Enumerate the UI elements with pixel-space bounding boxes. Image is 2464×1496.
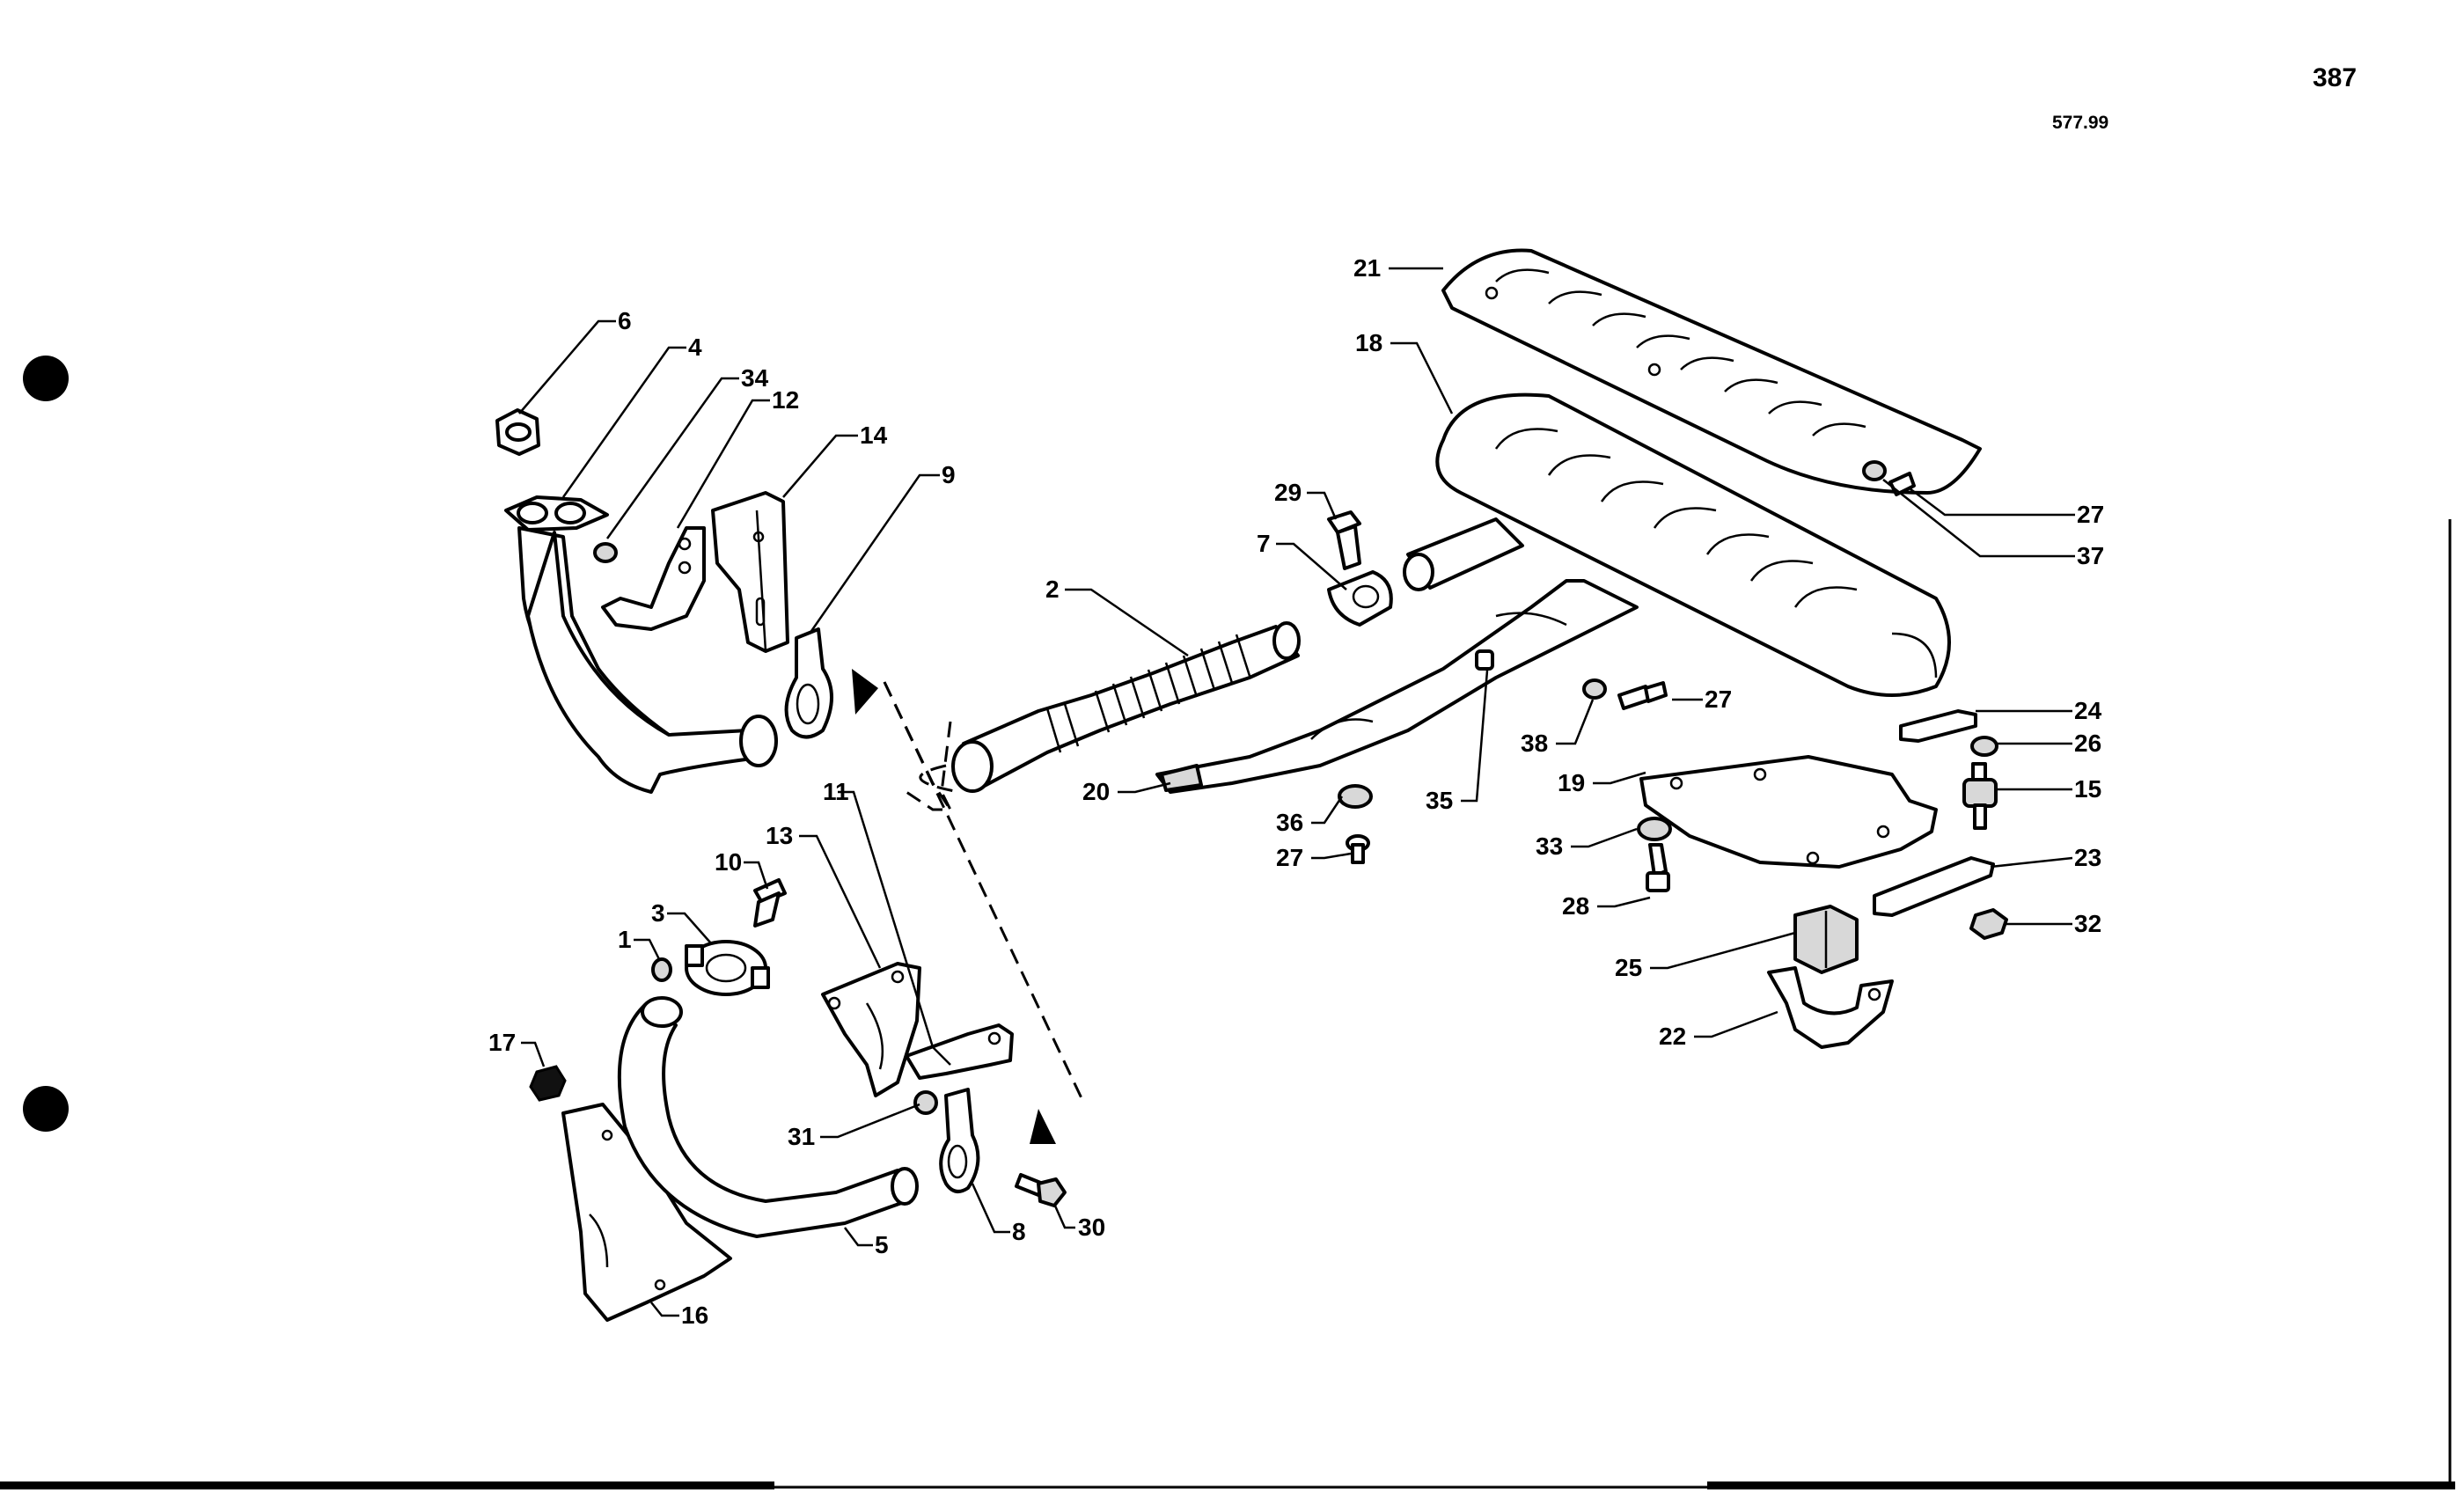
callout-4: 4: [688, 334, 702, 361]
assembly-lines: [852, 669, 1084, 1144]
clamp-8-part: [939, 1088, 980, 1193]
callout-6: 6: [618, 307, 632, 334]
callout-31: 30: [1078, 1214, 1105, 1241]
clamp-ring-3-part: [685, 940, 770, 996]
callout-11: 11: [823, 778, 849, 805]
bolt-28-part: [1617, 681, 1668, 710]
callout-32: 31: [788, 1123, 815, 1150]
bracket-22-part: [1767, 966, 1894, 1049]
binder-hole-bottom: [23, 1086, 69, 1132]
callout-26: 26: [2074, 730, 2101, 757]
callout-24: 24: [2074, 697, 2102, 724]
bolt-31-part: [1015, 1173, 1067, 1207]
callout-20: 20: [1082, 778, 1110, 805]
washer-26-part: [1970, 736, 1998, 757]
reference-code: 577.99: [2052, 113, 2109, 133]
tail-pipe-part: [1403, 517, 1524, 591]
washer-34-part: [1637, 817, 1672, 841]
bolt-30-part: [1327, 510, 1361, 570]
rubber-block-25-part: [1793, 905, 1859, 974]
callout-35: 34: [741, 364, 769, 392]
callout-25: 25: [1615, 954, 1642, 981]
callout-3: 3: [651, 899, 665, 927]
bracket-12-part: [601, 526, 706, 631]
callout-5: 5: [875, 1231, 889, 1258]
nut-32-part: [913, 1090, 938, 1115]
front-exhaust-pipe: [504, 495, 778, 794]
callout-7: 7: [1257, 530, 1271, 557]
callout-37-top: 37: [2077, 542, 2104, 569]
page-border: [0, 519, 2455, 1490]
nut-1-part: [651, 957, 672, 982]
callout-2: 2: [1045, 576, 1060, 603]
callout-37-bottom: 36: [1276, 809, 1303, 836]
muffler-part: [1435, 392, 1951, 697]
clip-7-part: [1327, 570, 1393, 627]
callout-labels: 6 4 34 12 14 9 2 29 7 21 18 27 37 27 38 …: [488, 254, 2104, 1329]
flex-pipe-part: [951, 621, 1301, 793]
callout-30: 29: [1274, 479, 1302, 506]
leader-lines: [518, 267, 2075, 1317]
strap-24-part: [1899, 709, 1977, 743]
callout-1: 1: [618, 926, 632, 953]
callout-34: 33: [1536, 832, 1563, 860]
strap-23-part: [1873, 856, 1995, 917]
heat-shield-top-part: [1441, 248, 1982, 495]
callout-33: 32: [2074, 910, 2101, 937]
callout-9: 9: [942, 461, 956, 488]
callout-17: 17: [488, 1029, 516, 1056]
small-ring-part: [593, 542, 618, 563]
callout-28: 27: [1705, 686, 1732, 713]
rubber-mount-15-part: [1962, 762, 1998, 830]
gasket-part: [495, 408, 540, 456]
bolt-27-lower-part: [1346, 834, 1370, 864]
callout-8: 8: [1012, 1218, 1026, 1245]
callout-27-top: 27: [2077, 501, 2104, 528]
callout-13: 13: [766, 822, 793, 849]
callout-23: 23: [2074, 844, 2101, 871]
nut-33-part: [1969, 908, 2008, 940]
page-number: 387: [2313, 63, 2358, 92]
nut-17-part: [529, 1065, 567, 1102]
callout-29: 28: [1562, 892, 1589, 920]
plate-19-part: [1639, 755, 1938, 869]
callout-16: 16: [681, 1302, 708, 1329]
callout-21: 21: [1353, 254, 1381, 282]
callout-22: 22: [1659, 1023, 1686, 1050]
callout-15: 15: [2074, 775, 2101, 803]
bracket-13-part: [821, 962, 921, 1097]
callout-19: 19: [1558, 769, 1585, 796]
callout-14: 14: [860, 422, 888, 449]
callout-12: 12: [772, 386, 799, 414]
callout-38: 38: [1521, 730, 1548, 757]
bolt-10-part: [753, 878, 787, 928]
clamp-9-part: [784, 627, 833, 739]
bolt-29-part: [1646, 843, 1670, 892]
callout-36: 35: [1426, 787, 1453, 814]
bracket-11-part: [905, 1023, 1014, 1080]
binder-hole-top: [23, 356, 69, 401]
washer-37-lower-part: [1338, 784, 1373, 809]
rear-pipe-5-part: [617, 996, 919, 1238]
bracket-14-part: [711, 491, 789, 653]
callout-27-bottom: 27: [1276, 844, 1303, 871]
callout-18: 18: [1355, 329, 1382, 356]
heat-shield-lower-part: [1155, 579, 1639, 794]
callout-10: 10: [715, 848, 742, 876]
small-clip-36-part: [1475, 649, 1494, 671]
washer-38-part: [1582, 678, 1607, 700]
